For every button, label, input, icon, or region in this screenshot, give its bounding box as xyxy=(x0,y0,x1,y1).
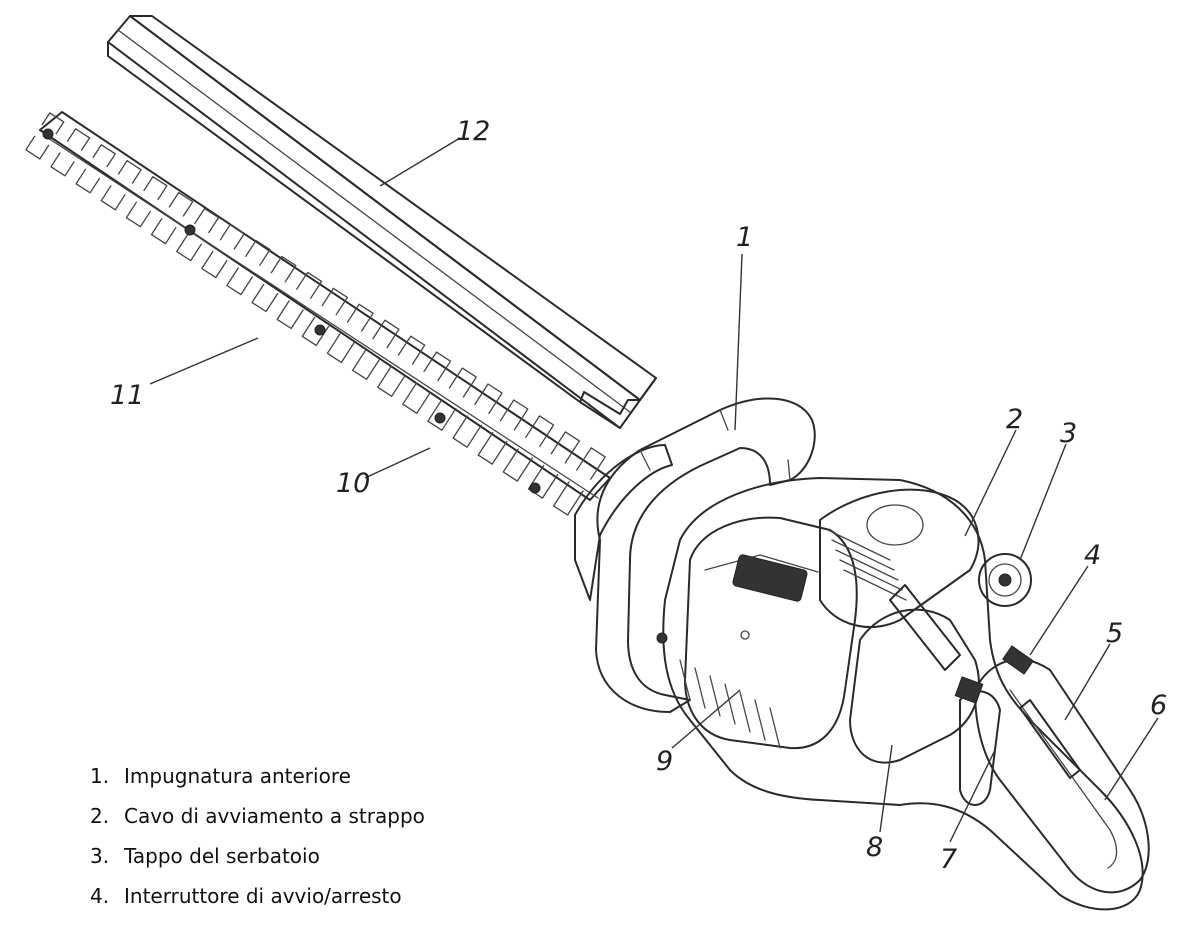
callout-8: 8 xyxy=(866,832,883,863)
callout-3: 3 xyxy=(1060,418,1077,449)
callout-1: 1 xyxy=(736,222,753,253)
callout-9: 9 xyxy=(656,746,673,777)
callout-2: 2 xyxy=(1006,404,1023,435)
legend-label: Tappo del serbatoio xyxy=(124,844,320,868)
legend-number: 3. xyxy=(90,844,110,868)
callout-12: 12 xyxy=(456,116,490,147)
blade-guard xyxy=(107,15,657,429)
legend-number: 1. xyxy=(90,764,110,788)
legend-number: 4. xyxy=(90,884,110,908)
legend-item: 2. Cavo di avviamento a strappo xyxy=(90,796,425,836)
parts-legend: 1. Impugnatura anteriore 2. Cavo di avviam… xyxy=(90,756,425,916)
legend-item: 3. Tappo del serbatoio xyxy=(90,836,425,876)
callout-numbers: 1 2 3 4 5 6 7 8 9 10 11 12 xyxy=(110,116,1167,875)
leader-lines xyxy=(149,137,1159,843)
legend-item: 1. Impugnatura anteriore xyxy=(90,756,425,796)
legend-item: 4. Interruttore di avvio/arresto xyxy=(90,876,425,916)
callout-5: 5 xyxy=(1106,618,1123,649)
legend-label: Cavo di avviamento a strappo xyxy=(124,804,425,828)
callout-6: 6 xyxy=(1150,690,1167,721)
legend-label: Impugnatura anteriore xyxy=(124,764,351,788)
callout-10: 10 xyxy=(336,468,370,499)
callout-11: 11 xyxy=(110,380,144,411)
cutting-blade xyxy=(25,111,611,516)
legend-label: Interruttore di avvio/arresto xyxy=(124,884,402,908)
callout-4: 4 xyxy=(1084,540,1101,571)
trimmer-body xyxy=(574,397,1150,911)
callout-7: 7 xyxy=(940,844,957,875)
legend-number: 2. xyxy=(90,804,110,828)
